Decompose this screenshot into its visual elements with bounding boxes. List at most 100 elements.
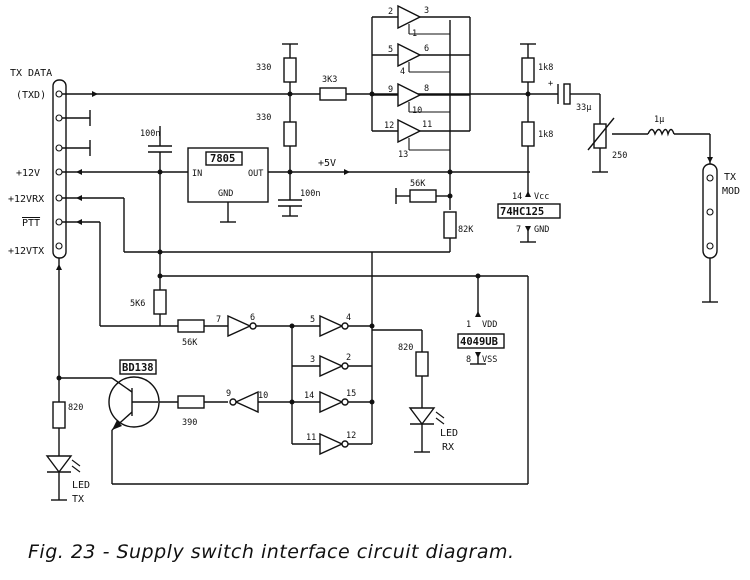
- buffer-pin-10: 10: [412, 106, 422, 116]
- regulator-out: OUT: [248, 169, 263, 179]
- connector-ground-stubs: [62, 110, 91, 156]
- rail-5v-label: +5V: [318, 158, 336, 169]
- figure-caption: Fig. 23 - Supply switch interface circui…: [28, 541, 515, 563]
- inv-pin-11: 11: [306, 433, 316, 443]
- hc125-vcc: Vcc: [534, 192, 549, 202]
- label-1k8-a: 1k8: [538, 63, 553, 73]
- label-82k: 82K: [458, 225, 474, 235]
- ic-74hc125-supply: [497, 172, 561, 242]
- regulator-7805: [187, 147, 269, 223]
- buffer-pin-5: 5: [388, 45, 393, 55]
- inv-pin-14: 14: [304, 391, 314, 401]
- capacitor-100n-a: [148, 145, 172, 153]
- 4049-vdd: VDD: [482, 320, 497, 330]
- label-100n-b: 100n: [300, 189, 320, 199]
- label-390: 390: [182, 418, 197, 428]
- inverter-gates-4049ub: [227, 314, 372, 456]
- tx-mod-label-top: TX: [724, 172, 736, 183]
- led-tx: [45, 455, 81, 501]
- resistor-1k8-a: [521, 57, 535, 83]
- label-1u: 1µ: [654, 115, 664, 125]
- wiring: [56, 20, 713, 485]
- label-330-a: 330: [256, 63, 271, 73]
- hc125-gnd: GND: [534, 225, 549, 235]
- 4049-vss: VSS: [482, 355, 497, 365]
- resistor-1k8-b: [521, 121, 535, 147]
- buffer-pin-4: 4: [400, 67, 405, 77]
- regulator-gnd: GND: [218, 189, 233, 199]
- buffer-pin-11: 11: [422, 120, 432, 130]
- hc125-name: 74HC125: [500, 206, 544, 218]
- left-connector: [52, 79, 67, 259]
- buffer-pin-3: 3: [424, 6, 429, 16]
- label-250: 250: [612, 151, 627, 161]
- led-rx-label-bottom: RX: [442, 442, 454, 453]
- inv-pin-5: 5: [310, 315, 315, 325]
- inv-pin-7: 7: [216, 315, 221, 325]
- hc125-gnd-pin: 7: [516, 225, 521, 235]
- buffer-pin-9: 9: [388, 85, 393, 95]
- 4049-vdd-pin: 1: [466, 320, 471, 330]
- resistor-330-b: [283, 121, 297, 147]
- label-33u-plus: +: [548, 79, 553, 89]
- pin-label-12vrx: +12VRX: [8, 194, 44, 205]
- inv-pin-3: 3: [310, 355, 315, 365]
- resistor-820-rx: [372, 329, 429, 408]
- ic-4049ub-supply: [457, 311, 505, 364]
- tx-mod-connector: [702, 163, 718, 259]
- inv-pin-12: 12: [346, 431, 356, 441]
- tx-mod-label-bottom: MOD: [722, 186, 740, 197]
- regulator-name: 7805: [210, 153, 235, 165]
- transistor-bd138: [59, 359, 160, 431]
- buffer-pin-8: 8: [424, 84, 429, 94]
- label-33u: 33µ: [576, 103, 591, 113]
- led-rx-label-top: LED: [440, 428, 458, 439]
- label-1k8-b: 1k8: [538, 130, 553, 140]
- led-rx: [408, 407, 445, 453]
- transistor-name: BD138: [122, 362, 154, 374]
- buffer-pin-12: 12: [384, 121, 394, 131]
- label-330-b: 330: [256, 113, 271, 123]
- inv-pin-15: 15: [346, 389, 356, 399]
- inv-pin-10: 10: [258, 391, 268, 401]
- pin-label-12vtx: +12VTX: [8, 246, 44, 257]
- led-tx-label-top: LED: [72, 480, 90, 491]
- potentiometer-250: [587, 117, 615, 173]
- 4049-name: 4049UB: [460, 336, 498, 348]
- label-5k6: 5K6: [130, 299, 145, 309]
- capacitor-100n-b: [278, 199, 302, 217]
- pin-label-12v: +12V: [16, 168, 40, 179]
- buffer-gates-74hc125: [371, 4, 471, 151]
- inductor-1u: [647, 128, 675, 137]
- buffer-pin-13: 13: [398, 150, 408, 160]
- label-820-tx: 820: [68, 403, 83, 413]
- ground-symbols: [282, 43, 718, 365]
- capacitor-33u: [557, 83, 586, 105]
- pin-label-txd: (TXD): [16, 90, 46, 101]
- resistor-390: [158, 395, 228, 409]
- resistor-5k6: [153, 289, 167, 326]
- resistor-82k: [443, 211, 457, 239]
- label-820-rx: 820: [398, 343, 413, 353]
- inv-pin-6: 6: [250, 313, 255, 323]
- label-100n-a: 100n: [140, 129, 160, 139]
- inv-pin-9: 9: [226, 389, 231, 399]
- pin-label-tx-data: TX DATA: [10, 68, 52, 79]
- resistor-330-a: [283, 57, 297, 83]
- resistor-56k-top: [409, 189, 437, 203]
- buffer-pin-6: 6: [424, 44, 429, 54]
- hc125-vcc-pin: 14: [512, 192, 522, 202]
- label-56k-top: 56K: [410, 179, 426, 189]
- inv-pin-2: 2: [346, 353, 351, 363]
- resistor-56k-bottom: [177, 319, 228, 333]
- pin-label-ptt: PTT: [22, 218, 40, 229]
- label-3k3: 3K3: [322, 75, 337, 85]
- label-56k-bottom: 56K: [182, 338, 198, 348]
- buffer-pin-1: 1: [412, 29, 417, 39]
- buffer-pin-2: 2: [388, 7, 393, 17]
- 4049-vss-pin: 8: [466, 355, 471, 365]
- inv-pin-4: 4: [346, 313, 351, 323]
- junction-dots: [56, 91, 531, 405]
- resistor-820-tx: [52, 401, 66, 456]
